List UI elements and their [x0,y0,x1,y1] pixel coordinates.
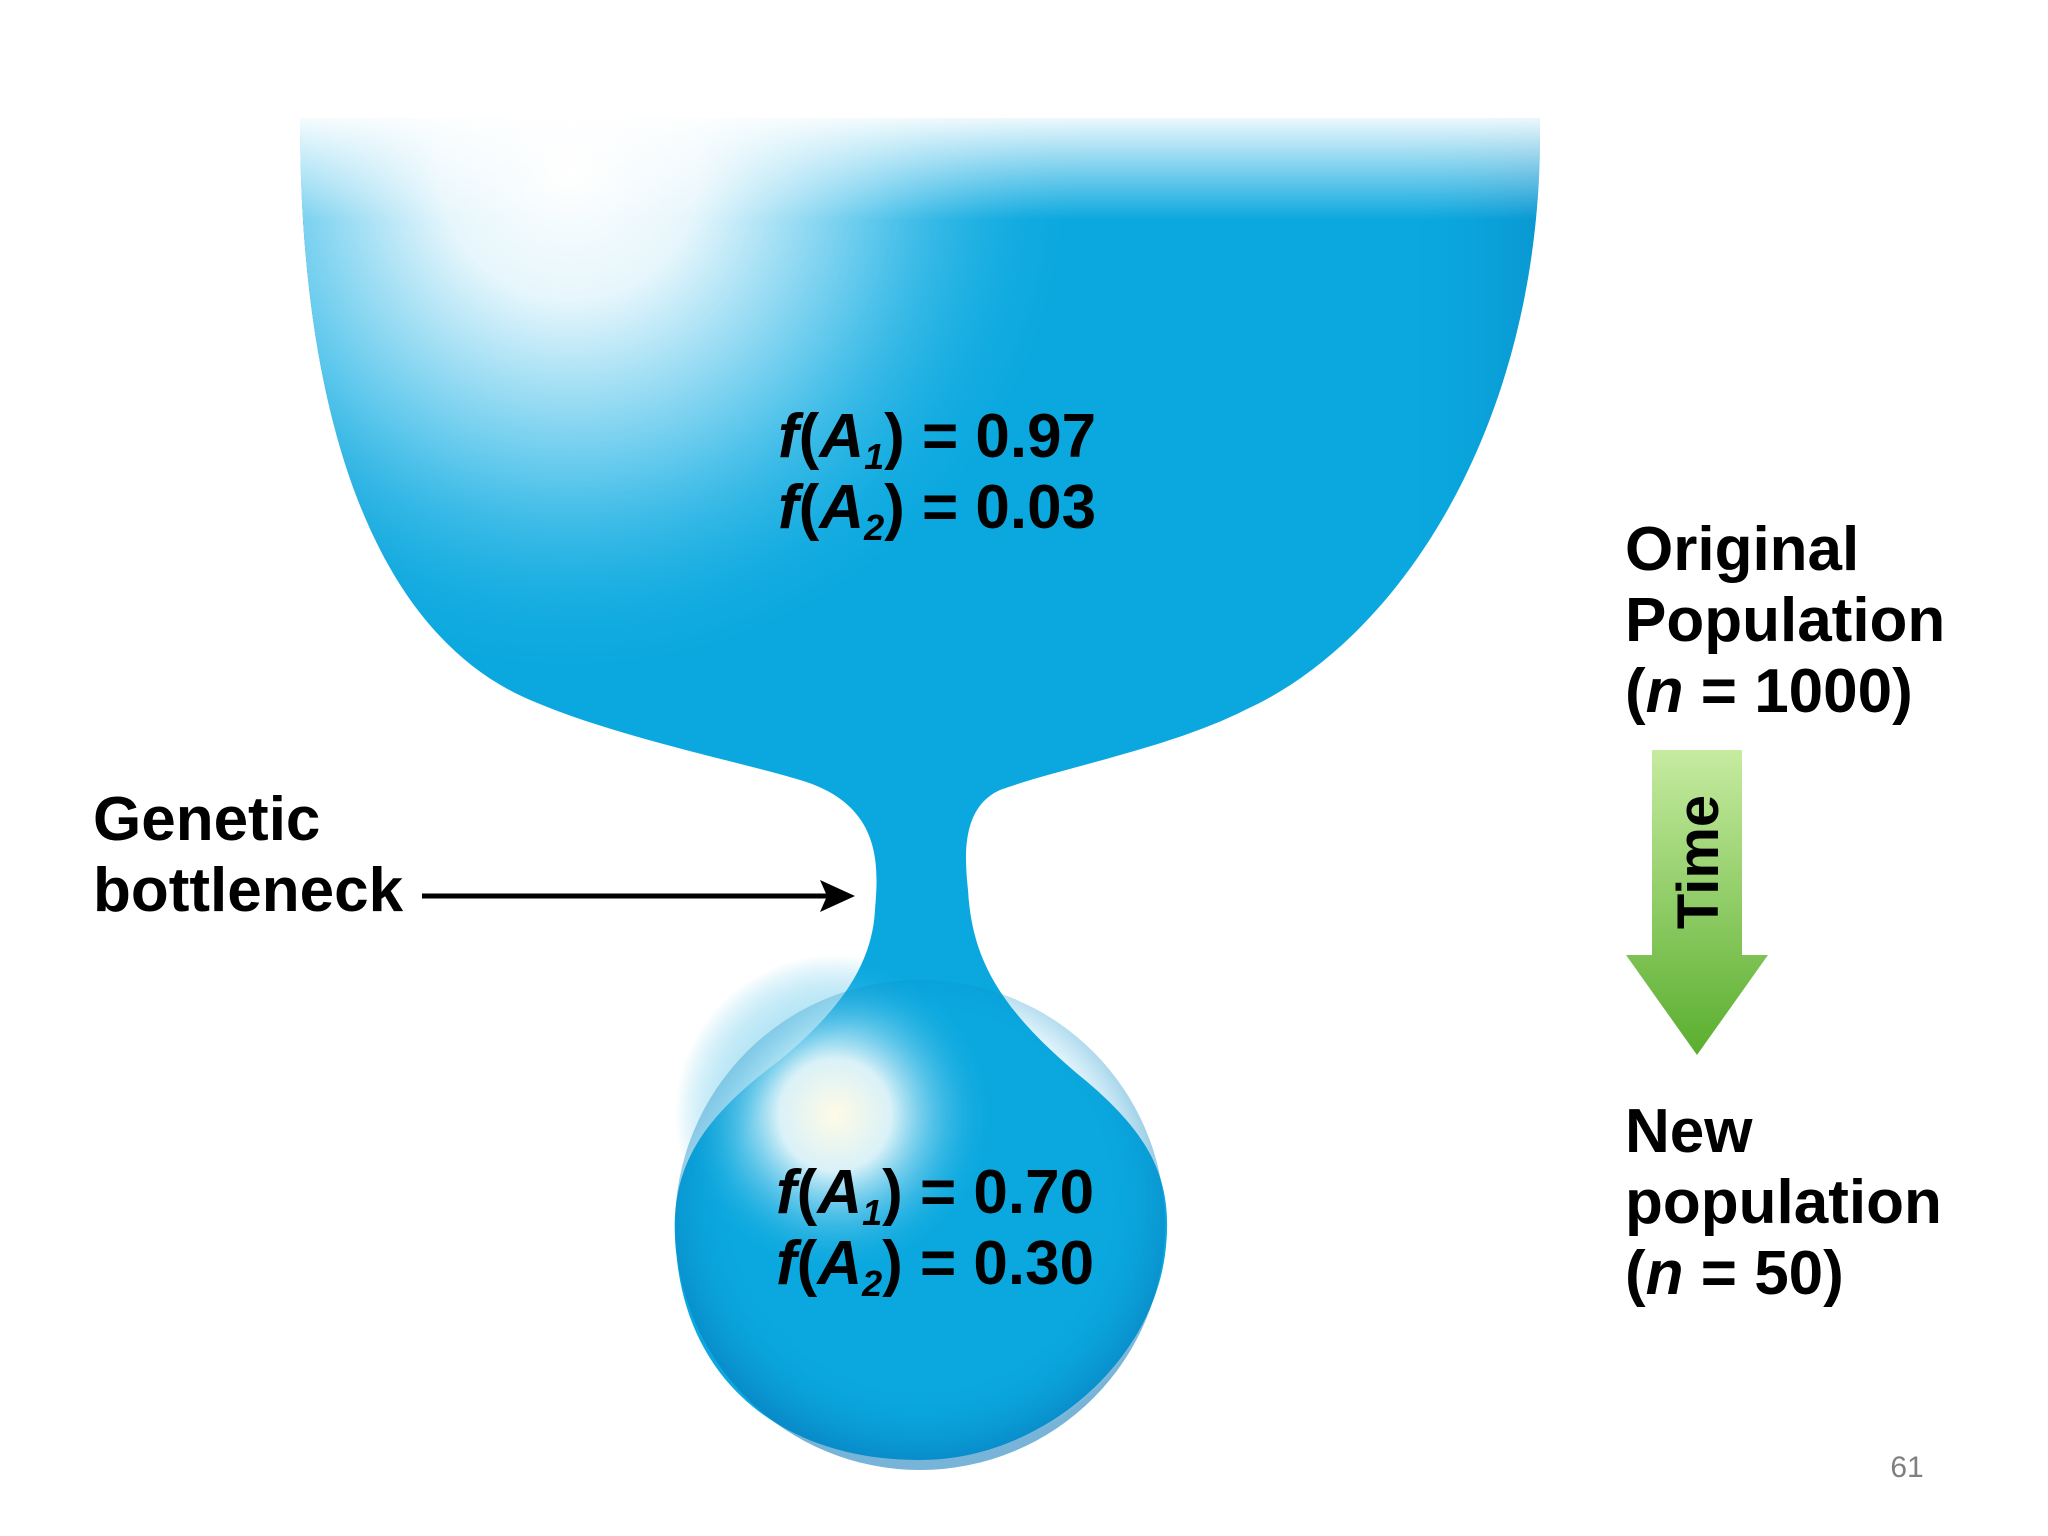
time-label: Time [1666,795,1731,929]
original-freq-a1: f(A1) = 0.97 [778,402,1096,477]
bottleneck-arrowhead [820,880,855,912]
bottleneck-callout: Genetic bottleneck [93,785,855,925]
new-label-size: (n = 50) [1625,1239,1844,1308]
time-arrow: Time [1626,750,1768,1055]
new-label-line1: New [1625,1097,1753,1166]
population-shape [290,110,1560,1470]
new-label-line2: population [1625,1168,1942,1237]
new-freq-a1: f(A1) = 0.70 [776,1158,1094,1233]
new-frequencies: f(A1) = 0.70 f(A2) = 0.30 [776,1158,1094,1304]
bottleneck-label-line1: Genetic [93,785,320,854]
original-population-label: Original Population (n = 1000) [1625,515,1945,726]
time-arrow-shape [1626,750,1768,1055]
original-label-size: (n = 1000) [1625,657,1913,726]
original-freq-a2: f(A2) = 0.03 [778,473,1096,548]
original-label-line1: Original [1625,515,1859,584]
new-population-label: New population (n = 50) [1625,1097,1942,1308]
original-frequencies: f(A1) = 0.97 f(A2) = 0.03 [778,402,1096,548]
original-label-line2: Population [1625,586,1945,655]
bottleneck-label-line2: bottleneck [93,856,404,925]
page-number: 61 [1890,1451,1923,1484]
new-freq-a2: f(A2) = 0.30 [776,1229,1094,1304]
